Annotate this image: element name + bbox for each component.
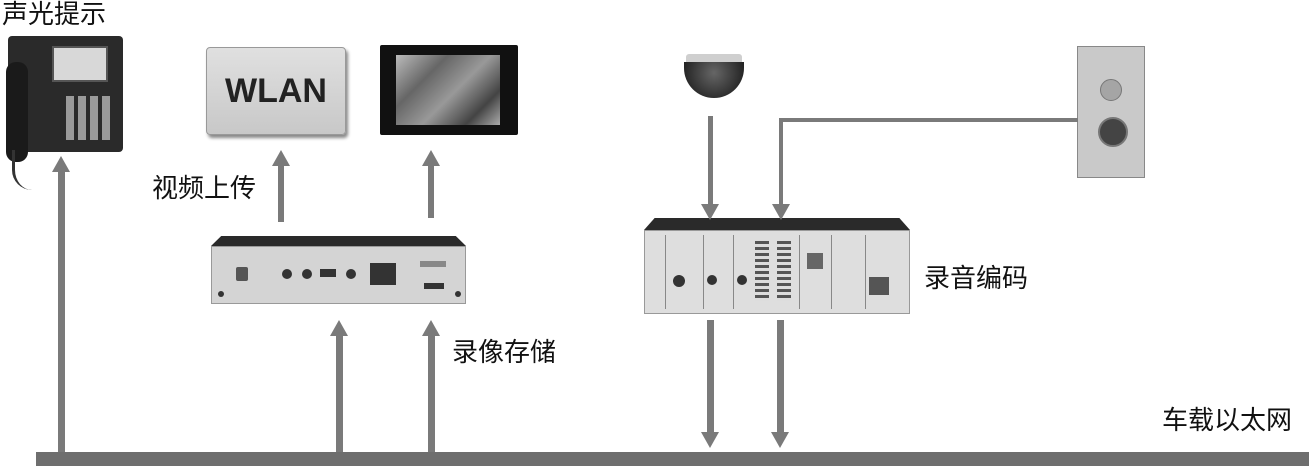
arrow-camera-to-encoder xyxy=(708,116,713,208)
arrow-up-icon xyxy=(422,150,440,166)
arrow-up-icon xyxy=(422,320,440,336)
arrow-up-icon xyxy=(272,150,290,166)
arrow-down-icon xyxy=(701,432,719,448)
label-video-upload: 视频上传 xyxy=(152,174,257,204)
arrow-to-phone xyxy=(58,172,65,454)
arrow-to-monitor xyxy=(428,166,434,218)
intercom-phone-device xyxy=(6,36,123,162)
connector-buttonbox-vertical xyxy=(779,118,783,208)
speaker-icon xyxy=(1100,79,1122,101)
label-recording-storage: 录像存储 xyxy=(452,338,557,368)
phone-screen xyxy=(52,46,108,82)
wlan-device: WLAN xyxy=(206,47,346,135)
label-vehicle-ethernet: 车载以太网 xyxy=(1162,406,1293,436)
video-recorder-device xyxy=(211,236,466,304)
label-sound-light-prompt: 声光提示 xyxy=(2,0,107,30)
arrow-down-icon xyxy=(771,432,789,448)
dome-camera-icon xyxy=(684,62,744,98)
connector-buttonbox xyxy=(1060,118,1078,122)
arrow-down-icon xyxy=(772,204,790,220)
monitor-device xyxy=(380,45,518,135)
arrow-encoder-to-bus-2 xyxy=(777,320,784,432)
monitor-screen-image xyxy=(396,55,500,125)
audio-encoder-rack xyxy=(644,218,910,314)
connector-buttonbox-horizontal xyxy=(779,118,1061,122)
label-audio-encoding: 录音编码 xyxy=(924,264,1029,294)
arrow-bus-to-recorder-1 xyxy=(336,336,343,454)
arrow-bus-to-recorder-2 xyxy=(428,336,435,454)
keypad-icon xyxy=(66,96,112,140)
arrow-encoder-to-bus-1 xyxy=(707,320,714,432)
push-button-icon xyxy=(1098,117,1128,147)
arrow-up-icon xyxy=(330,320,348,336)
arrow-down-icon xyxy=(701,204,719,220)
arrow-up-icon xyxy=(52,156,70,172)
vehicle-ethernet-bus xyxy=(36,452,1309,466)
handset-icon xyxy=(6,62,28,162)
arrow-to-wlan xyxy=(278,166,284,222)
alarm-button-box xyxy=(1077,46,1145,178)
phone-cord xyxy=(12,150,41,190)
